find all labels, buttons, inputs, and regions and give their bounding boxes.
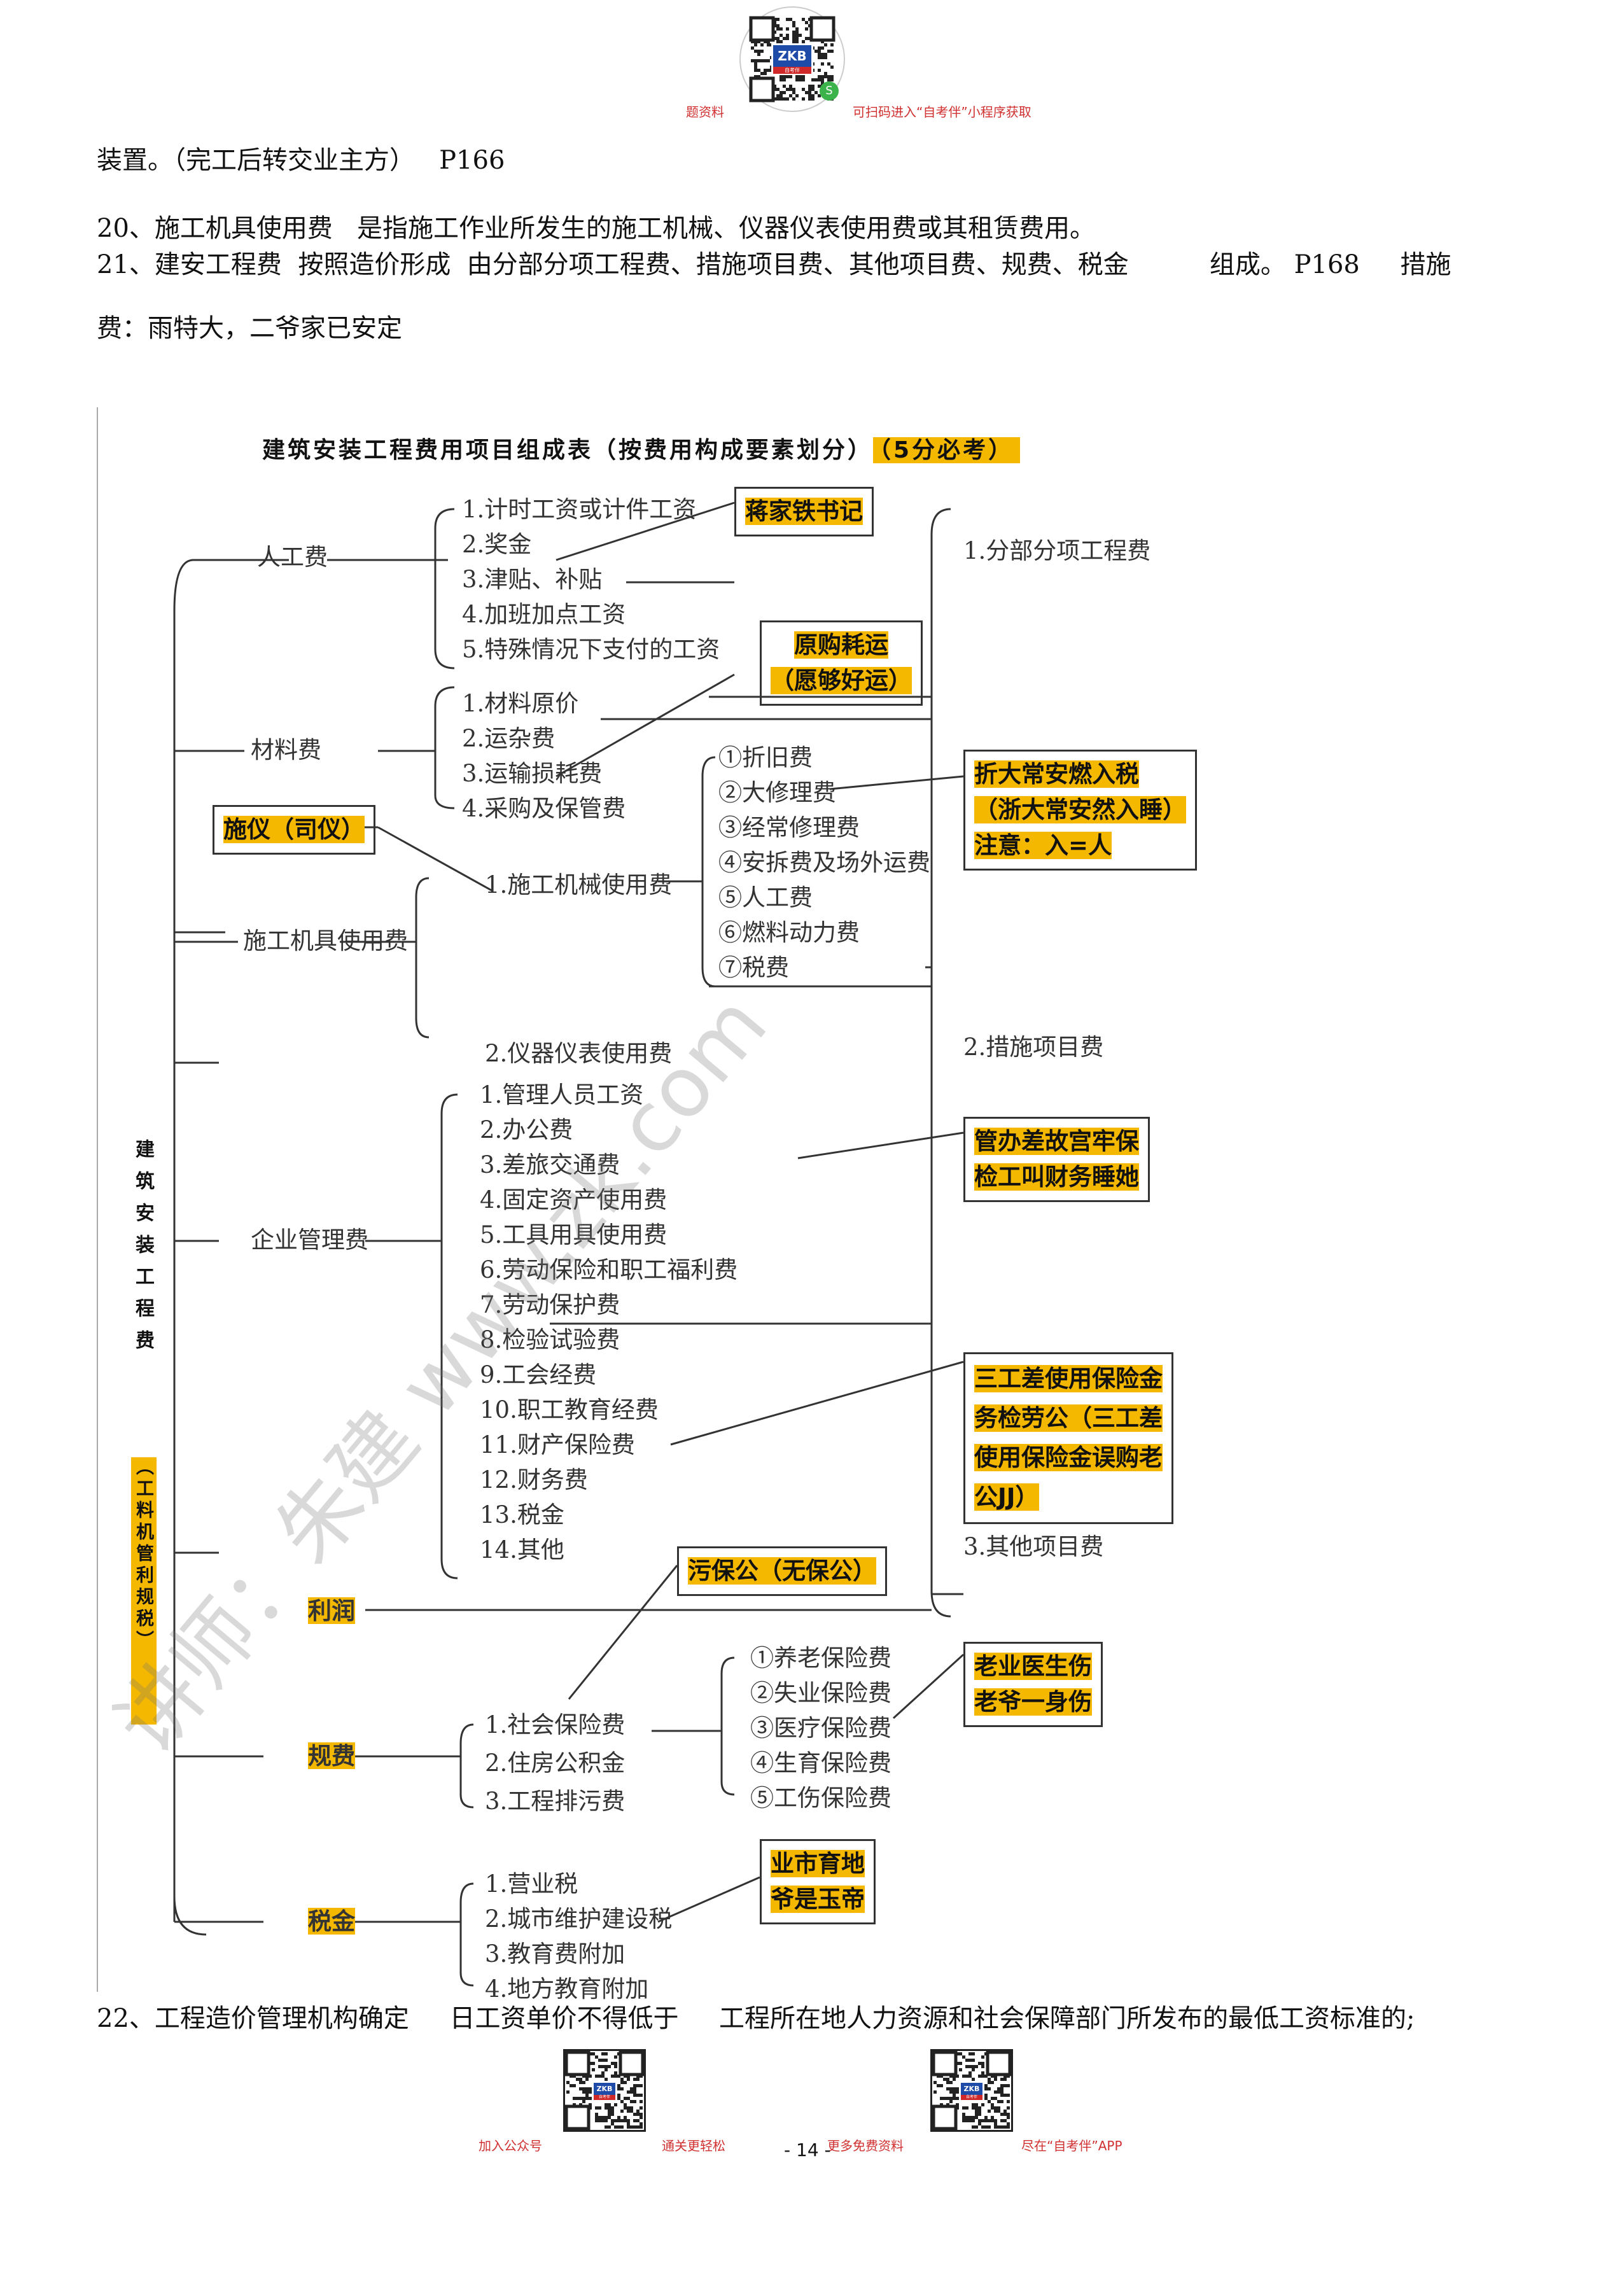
root-label: 建筑安装工程费: [132, 1139, 154, 1362]
right-item-1: 1.分部分项工程费: [963, 537, 1151, 564]
category-tax: 税金: [308, 1907, 355, 1935]
footer-note-3: 更多免费资料: [827, 2138, 904, 2153]
mnemonic-material: 原购耗运（愿够好运）: [760, 620, 923, 706]
machine-sub-item: ⑤人工费: [718, 884, 813, 911]
mgmt-item: 11.财产保险费: [480, 1431, 635, 1459]
machine-sub-item: ⑦税费: [718, 954, 789, 981]
mgmt-item: 7.劳动保护费: [480, 1291, 620, 1319]
footer-note-4: 尽在“自考伴”APP: [1021, 2138, 1122, 2153]
mnemonic-mgmt-a: 管办差故宫牢保检工叫财务睡她: [963, 1117, 1150, 1202]
fees-sub-item: ①养老保险费: [750, 1644, 891, 1672]
machine-sub-item: ④安拆费及场外运费: [718, 849, 930, 876]
material-item: 1.材料原价: [462, 690, 579, 717]
machine-sub-item: ⑥燃料动力费: [718, 919, 860, 946]
mgmt-item: 5.工具用具使用费: [480, 1221, 668, 1249]
mgmt-item: 9.工会经费: [480, 1361, 597, 1389]
tax-item: 4.地方教育附加: [485, 1975, 649, 2003]
body-line-1: 装置。（完工后转交业主方） P166: [97, 146, 505, 175]
mgmt-item: 1.管理人员工资: [480, 1081, 644, 1109]
mnemonic-tax: 业市育地爷是玉帝: [760, 1839, 876, 1924]
mgmt-item: 10.职工教育经费: [480, 1396, 659, 1424]
body-line-3: 21、建安工程费 按照造价形成 由分部分项工程费、措施项目费、其他项目费、规费、…: [97, 250, 1451, 279]
qr-pattern-icon: [932, 2050, 1012, 2131]
tax-item: 1.营业税: [485, 1870, 578, 1898]
qr-pattern-icon: [564, 2050, 645, 2131]
fees-sub-item: ④生育保险费: [750, 1749, 891, 1777]
material-item: 2.运杂费: [462, 725, 556, 752]
mgmt-item: 14.其他: [480, 1536, 564, 1564]
root-sub-label: （工料机管利规税）: [131, 1457, 157, 1725]
fees-sub-item: ③医疗保险费: [750, 1714, 891, 1742]
fees-item: 3.工程排污费: [485, 1788, 626, 1815]
machine-sub-item: ②大修理费: [718, 779, 836, 806]
machine-item: 1.施工机械使用费: [485, 871, 673, 899]
labor-item: 1.计时工资或计件工资: [462, 496, 697, 523]
body-line-4: 费：雨特大，二爷家已安定: [97, 314, 402, 343]
cost-composition-figure: 建筑安装工程费用项目组成表（按费用构成要素划分）（5分必考） 建筑安装工程费 （…: [97, 407, 1236, 2003]
mgmt-item: 6.劳动保险和职工福利费: [480, 1256, 738, 1284]
machine-sub-item: ①折旧费: [718, 744, 813, 771]
category-profit: 利润: [308, 1597, 355, 1625]
mnemonic-labor: 蒋家铁书记: [734, 487, 874, 536]
material-item: 4.采购及保管费: [462, 795, 626, 822]
material-item: 3.运输损耗费: [462, 760, 603, 787]
fees-sub-item: ⑤工伤保险费: [750, 1784, 891, 1812]
labor-item: 5.特殊情况下支付的工资: [462, 636, 720, 663]
footer-note-1: 加入公众号: [479, 2138, 542, 2153]
header-left-note: 题资料: [686, 104, 724, 120]
category-mgmt: 企业管理费: [251, 1226, 368, 1254]
page-number: - 14 -: [784, 2139, 831, 2160]
tax-item: 2.城市维护建设税: [485, 1905, 673, 1933]
body-line-5: 22、工程造价管理机构确定 日工资单价不得低于 工程所在地人力资源和社会保障部门…: [97, 2004, 1415, 2033]
figure-connector-lines: [173, 501, 965, 1987]
mgmt-item: 4.固定资产使用费: [480, 1186, 668, 1214]
right-item-2: 2.措施项目费: [963, 1033, 1104, 1061]
mgmt-item: 13.税金: [480, 1501, 564, 1529]
labor-item: 4.加班加点工资: [462, 601, 626, 628]
fees-item: 1.社会保险费: [485, 1711, 626, 1739]
category-material: 材料费: [251, 736, 321, 764]
labor-item: 2.奖金: [462, 531, 532, 558]
mnemonic-machine-label: 施仪（司仪）: [213, 805, 375, 855]
mnemonic-machine: 折大常安燃入税（浙大常安然入睡）注意：入=人: [963, 750, 1197, 871]
fees-sub-item: ②失业保险费: [750, 1679, 891, 1707]
mgmt-item: 2.办公费: [480, 1116, 573, 1144]
mnemonic-fees-a: 污保公（无保公）: [677, 1546, 887, 1596]
labor-item: 3.津贴、补贴: [462, 566, 603, 593]
footer-note-2: 通关更轻松: [662, 2138, 725, 2153]
wechat-mini-program-icon: S: [820, 81, 839, 101]
body-line-2: 20、施工机具使用费 是指施工作业所发生的施工机械、仪器仪表使用费或其租赁费用。: [97, 214, 1096, 243]
tax-item: 3.教育费附加: [485, 1940, 626, 1968]
mgmt-item: 3.差旅交通费: [480, 1151, 620, 1179]
header-right-note: 可扫码进入“自考伴”小程序获取: [853, 104, 1031, 120]
figure-title: 建筑安装工程费用项目组成表（按费用构成要素划分）（5分必考）: [262, 431, 1021, 465]
category-fees: 规费: [308, 1742, 355, 1770]
category-machine: 施工机具使用费: [243, 927, 408, 955]
fees-item: 2.住房公积金: [485, 1749, 626, 1777]
right-item-3: 3.其他项目费: [963, 1533, 1104, 1560]
category-labor: 人工费: [257, 543, 328, 571]
mgmt-item: 8.检验试验费: [480, 1326, 620, 1354]
machine-item: 2.仪器仪表使用费: [485, 1040, 673, 1067]
mnemonic-fees-b: 老业医生伤老爷一身伤: [963, 1642, 1103, 1727]
mgmt-item: 12.财务费: [480, 1466, 588, 1494]
figure-title-badge: （5分必考）: [873, 437, 1021, 463]
machine-sub-item: ③经常修理费: [718, 814, 860, 841]
mnemonic-mgmt-b: 三工差使用保险金务检劳公（三工差使用保险金误购老公JJ）: [963, 1352, 1173, 1524]
